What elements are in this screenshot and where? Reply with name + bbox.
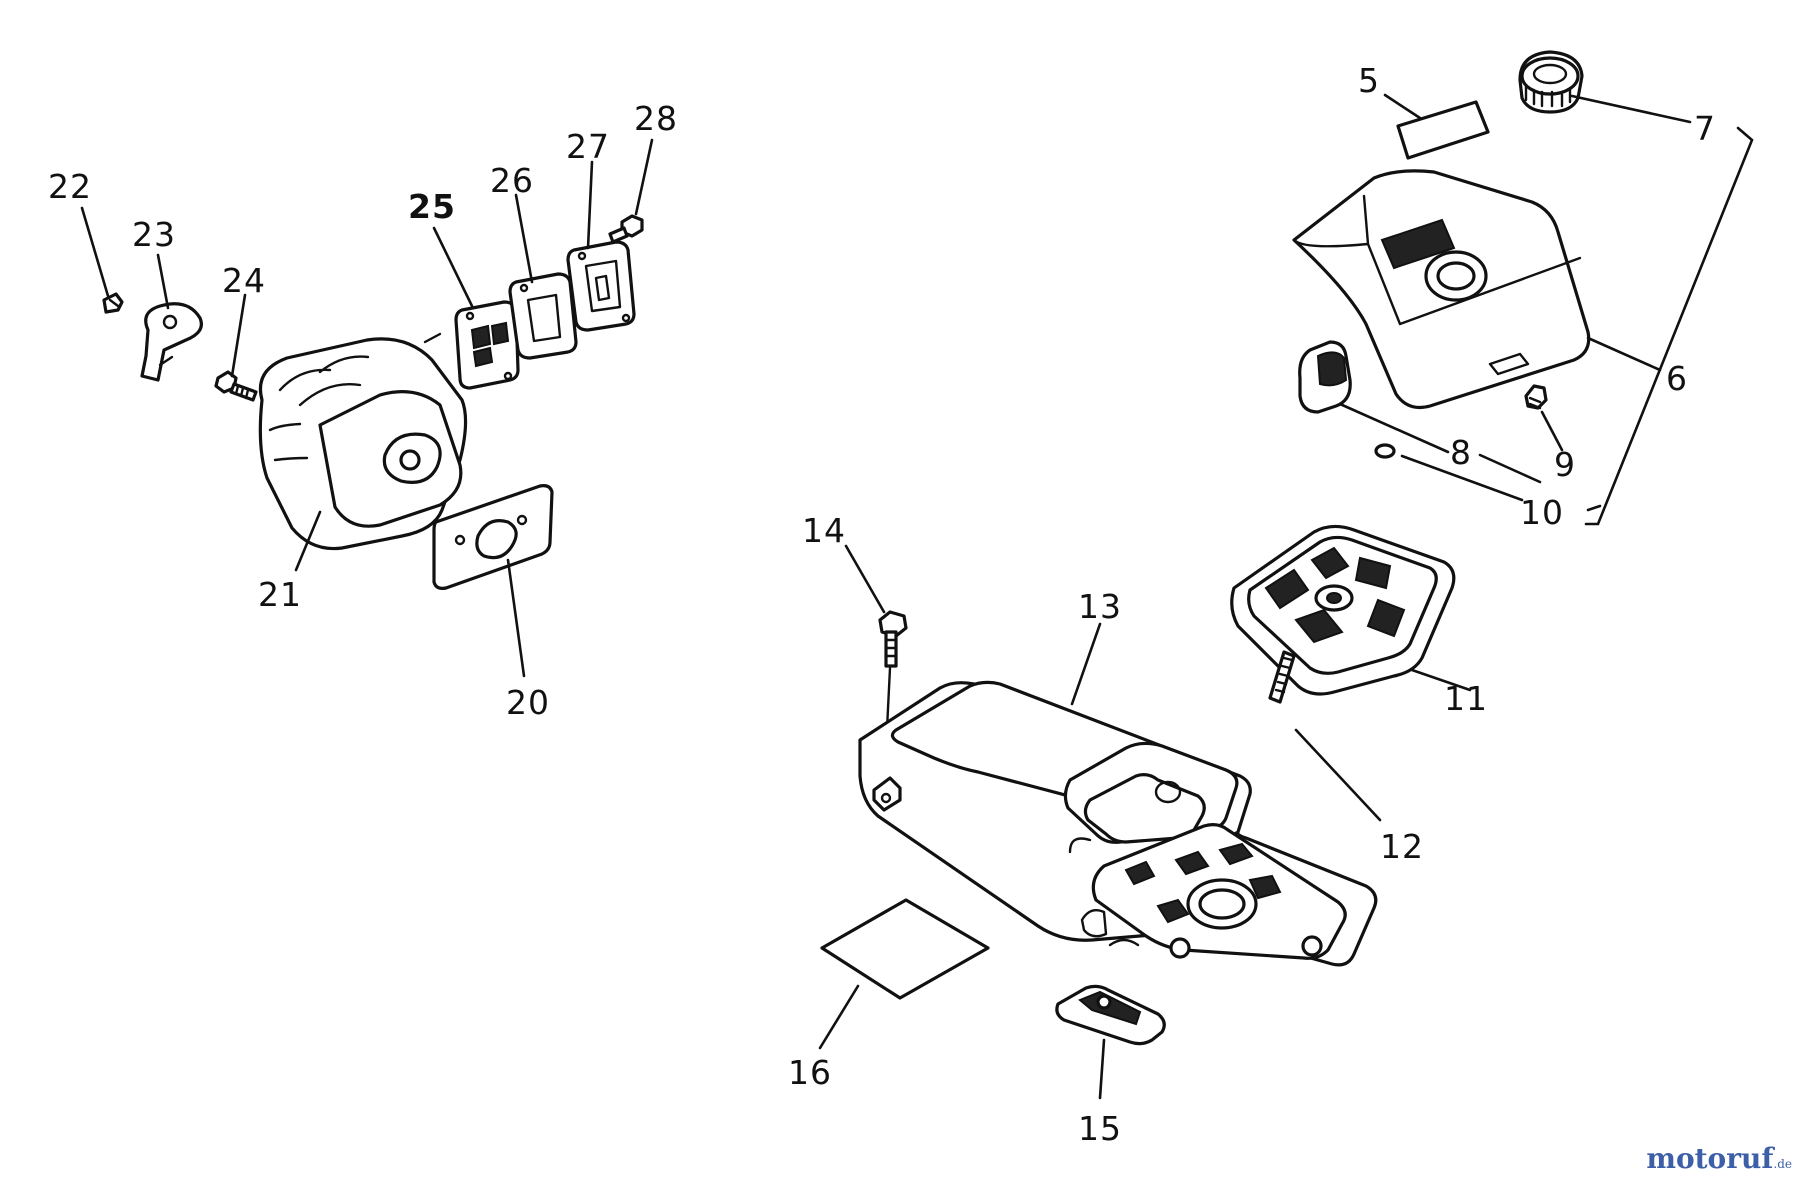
callout-14: 14	[802, 511, 846, 550]
part-20-gasket	[432, 484, 554, 590]
callout-16: 16	[788, 1053, 832, 1092]
part-28-screw	[608, 214, 644, 244]
leader-9	[1540, 410, 1564, 452]
leader-28	[634, 138, 654, 216]
leader-10-bracket	[1586, 504, 1602, 512]
part-12-stud	[1268, 650, 1296, 704]
part-8-plug	[1298, 340, 1352, 414]
leader-8	[1338, 402, 1450, 454]
leader-7	[1570, 94, 1692, 124]
leader-7-bracket	[1584, 126, 1754, 526]
callout-8: 8	[1450, 433, 1472, 472]
callout-15: 15	[1078, 1109, 1122, 1148]
leader-16	[818, 984, 860, 1050]
part-21-muffler	[258, 332, 468, 551]
leader-6	[1586, 336, 1662, 372]
watermark-suffix: .de	[1773, 1157, 1792, 1171]
leader-14	[844, 544, 886, 614]
part-24-bolt	[214, 370, 258, 402]
part-5-label	[1396, 100, 1490, 160]
leader-22	[80, 206, 110, 298]
leader-13	[1070, 622, 1102, 706]
callout-28: 28	[634, 99, 678, 138]
part-16-filter-gasket	[820, 898, 990, 1000]
callout-20: 20	[506, 683, 550, 722]
leader-15	[1098, 1038, 1106, 1100]
part-23-bracket	[140, 302, 203, 382]
leader-27	[586, 160, 594, 250]
callout-6: 6	[1666, 359, 1688, 398]
callout-5: 5	[1358, 61, 1380, 100]
watermark-text: motoruf	[1646, 1142, 1774, 1175]
part-6-top-cover	[1292, 169, 1591, 410]
part-22-screw	[102, 292, 124, 314]
part-10-ring	[1374, 443, 1396, 459]
callout-11: 11	[1444, 679, 1488, 718]
leader-10	[1400, 454, 1524, 502]
part-7-knob	[1518, 50, 1584, 114]
part-26-gasket	[508, 272, 578, 360]
part-11-air-filter	[1230, 524, 1456, 696]
callout-25: 25	[408, 187, 456, 226]
leader-11	[1410, 668, 1472, 692]
part-15-plate	[1055, 984, 1166, 1046]
leader-12	[1294, 728, 1382, 822]
leader-5	[1383, 93, 1422, 120]
leader-8-line	[1478, 453, 1542, 484]
callout-12: 12	[1380, 827, 1424, 866]
callout-9: 9	[1554, 445, 1576, 484]
callout-27: 27	[566, 127, 610, 166]
leader-20	[506, 558, 526, 678]
callout-7: 7	[1694, 109, 1716, 148]
callout-22: 22	[48, 167, 92, 206]
part-13-air-box	[858, 680, 1378, 967]
callout-10: 10	[1520, 493, 1564, 532]
callout-21: 21	[258, 575, 302, 614]
leader-25	[432, 226, 474, 308]
leader-26	[514, 193, 534, 284]
callout-23: 23	[132, 215, 176, 254]
part-27-cover-plate	[566, 240, 636, 332]
site-watermark: motoruf.de	[1646, 1142, 1792, 1175]
callout-13: 13	[1078, 587, 1122, 626]
callout-26: 26	[490, 161, 534, 200]
part-9-screw	[1524, 384, 1548, 410]
leader-23	[156, 253, 170, 310]
callout-24: 24	[222, 261, 266, 300]
leader-21	[294, 510, 322, 572]
part-25-spark-screen	[454, 300, 520, 390]
leader-24	[230, 293, 247, 378]
